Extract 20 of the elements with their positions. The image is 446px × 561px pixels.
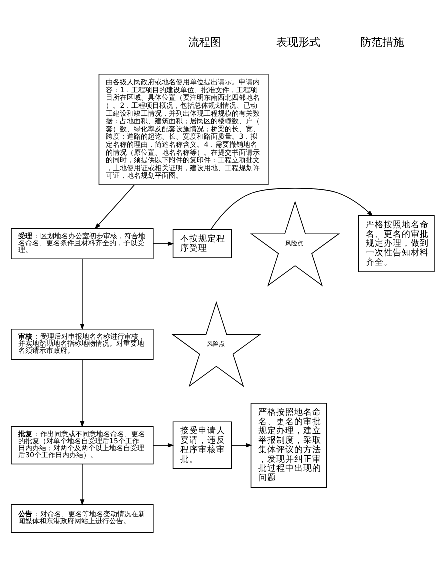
arrow bbox=[153, 442, 174, 448]
arrow bbox=[210, 188, 374, 230]
arrow bbox=[80, 358, 85, 428]
node-box: 公告：对命名、更名等地名变动情况在新闻媒体和东港政府网站上进行公告。 bbox=[11, 504, 154, 533]
node-box: 不按规定程序受理 bbox=[172, 229, 232, 258]
arrow bbox=[232, 442, 252, 448]
node-box: 批复：作出同意或不同意地名命名、更名的批复（对单个地名自受理后15个工作日内办结；对两个及两个以上地名自受理后30个工作日内办结）。 bbox=[11, 426, 154, 464]
node-box: 严格按照地名命名、更名的审批规定办理，做到一次性告知材料齐全。 bbox=[358, 214, 435, 272]
arrow bbox=[153, 241, 174, 246]
arrow bbox=[80, 258, 85, 330]
label: 防范措施 bbox=[360, 36, 405, 49]
node-box: 受理：区划地名办公室初步审核，符合地名命名、更名条件且材料齐全的，予以受理。 bbox=[11, 228, 154, 260]
node-box: 由各级人民政府或地名使用单位提出请示。申请内容：1．工程项目的建设单位、批准文件，工程项目所在区域、具体位置（要注明东南西北四邻地名）。2．工程项目概况，包括总体规划情况、已动工建设和竣工情况，并列出体现工程规模的有关数据：占地面积、建筑面积；居民区的楼幢数、户（套）数、绿化率及配套设施情况；桥梁的长、宽、跨度；道路的起讫、长、宽度和路面质量。3．拟定名称的理由，简述名称含义。4．需要撤销地名的情况（原位置、地名名称等）。在提交书面请示的同时，须提供以下附件的复印件：工程立项批文，土地使用证或相关证明，建设用地、工程规划许可证，地名规划平面图。 bbox=[98, 73, 269, 185]
arrow bbox=[94, 184, 136, 229]
label: 流程图 bbox=[188, 36, 222, 49]
node-box: 严格按照地名命名、更名的审批规定办理，建立举报制度，采取集体评议的方法，发现并纠正审批过程中出现的问题 bbox=[250, 402, 328, 488]
label: 表现形式 bbox=[276, 36, 320, 49]
node-box: 审核：受理后对申报地名名称进行审核，并实地踏勘地名指称地物情况。对重要地名须请示市政府。 bbox=[11, 328, 154, 360]
arrow bbox=[80, 464, 85, 506]
node-box: 接受申请人宴请，违反程序审核审批。 bbox=[172, 421, 232, 469]
